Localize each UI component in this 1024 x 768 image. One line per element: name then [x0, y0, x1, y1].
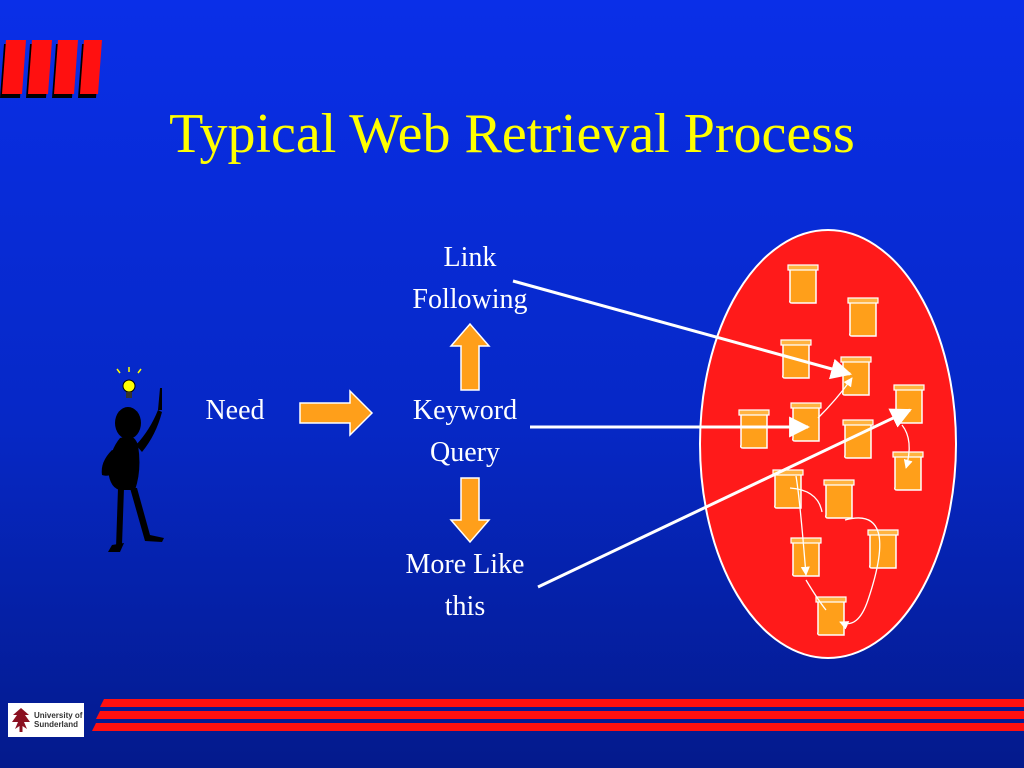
more-like-this-label: More Like this [375, 544, 555, 628]
need-label: Need [205, 395, 265, 426]
more-like-this-line-1: More Like [405, 549, 525, 580]
logo-line-1: University of [34, 711, 83, 720]
thinking-person-icon [101, 367, 164, 552]
slide-title: Typical Web Retrieval Process [169, 103, 855, 165]
orange-block-arrow-icon [299, 322, 491, 544]
university-logo: University of Sunderland [8, 703, 84, 737]
link-following-line-2: Following [412, 284, 528, 315]
more-like-this-line-2: this [444, 591, 486, 622]
link-following-arrow [512, 279, 853, 380]
keyword-query-label: Keyword Query [385, 390, 545, 474]
lightbulb-icon [116, 367, 142, 398]
web-ellipse [699, 229, 957, 659]
bottom-stripes [92, 699, 1024, 731]
link-following-label: Link Following [385, 237, 555, 321]
university-crest-icon [12, 708, 30, 732]
logo-line-2: Sunderland [34, 720, 79, 729]
keyword-query-line-2: Query [430, 437, 500, 468]
more-like-this-arrow [537, 408, 912, 589]
link-following-line-1: Link [443, 242, 497, 273]
keyword-query-line-1: Keyword [412, 395, 518, 426]
red-bars-icon [0, 40, 102, 98]
